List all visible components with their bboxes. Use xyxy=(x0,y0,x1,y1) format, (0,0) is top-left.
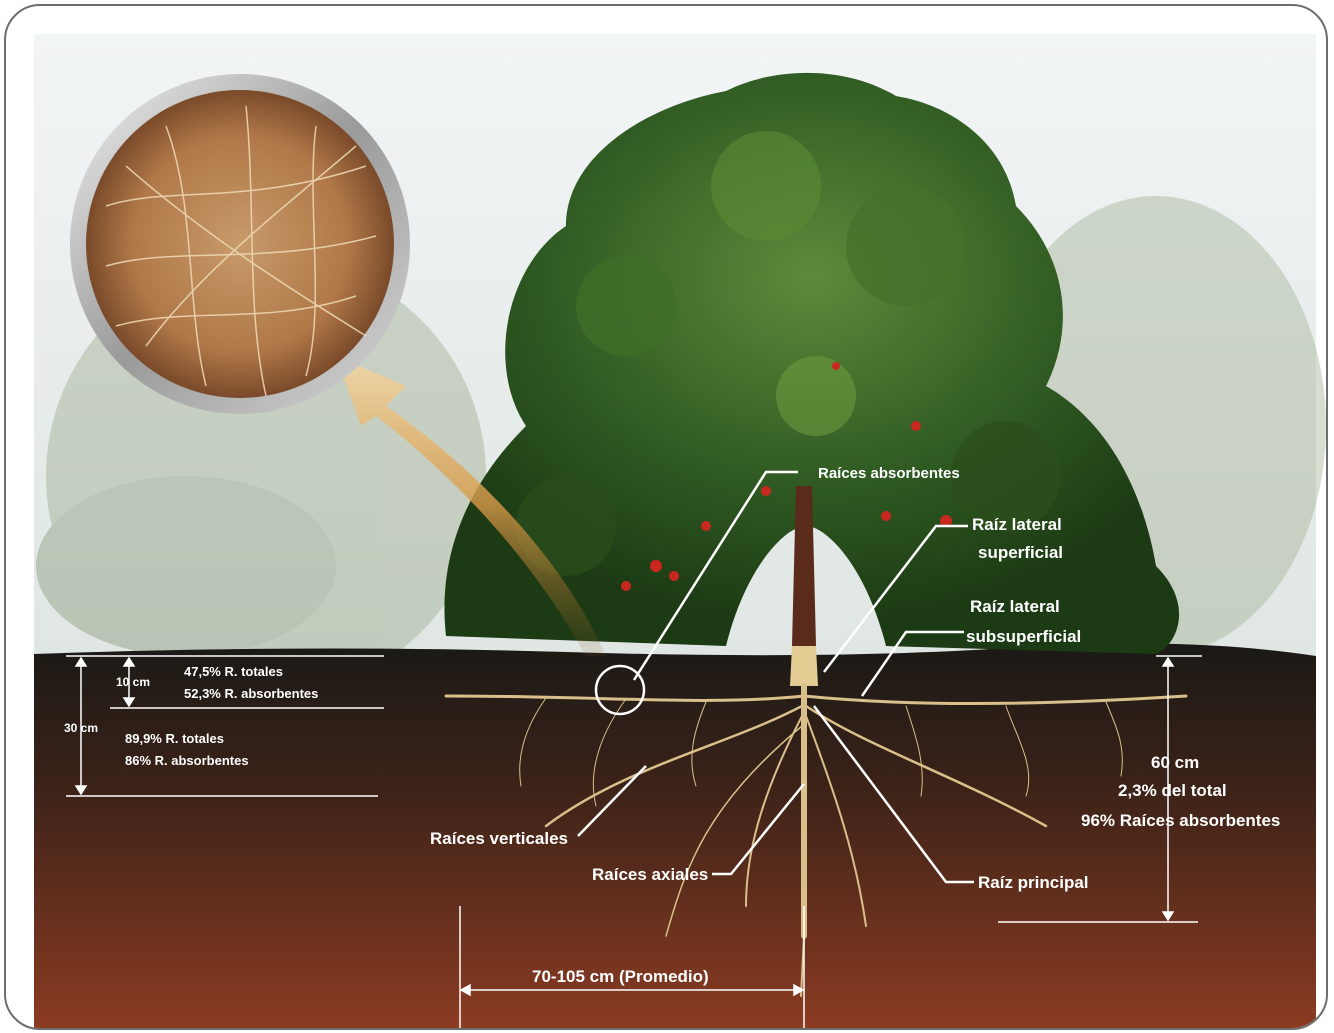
label-raiz-principal: Raíz principal xyxy=(978,873,1089,892)
depth-30cm-stat-absorbentes: 86% R. absorbentes xyxy=(125,753,249,768)
label-raices-absorbentes: Raíces absorbentes xyxy=(818,465,960,482)
label-raiz-lateral-superficial-2: superficial xyxy=(978,543,1063,562)
tree-trunk xyxy=(792,486,816,646)
label-raices-verticales: Raíces verticales xyxy=(430,829,568,848)
label-raiz-lateral-superficial-1: Raíz lateral xyxy=(972,515,1062,534)
depth-10cm-stat-totales: 47,5% R. totales xyxy=(184,664,283,679)
label-raiz-lateral-subsuperficial-2: subsuperficial xyxy=(966,627,1081,646)
diagram-frame: Raíces absorbentes Raíz lateral superfic… xyxy=(4,4,1328,1030)
label-raiz-lateral-subsuperficial-1: Raíz lateral xyxy=(970,597,1060,616)
depth-10cm-stat-absorbentes: 52,3% R. absorbentes xyxy=(184,686,318,701)
depth-30cm-stat-totales: 89,9% R. totales xyxy=(125,731,224,746)
depth-60cm-label: 60 cm xyxy=(1151,753,1199,772)
root-closeup-inset xyxy=(70,74,410,414)
root-collar xyxy=(790,646,818,686)
depth-10cm-label: 10 cm xyxy=(116,675,150,689)
depth-60cm-stat-total: 2,3% del total xyxy=(1118,781,1227,800)
label-raices-axiales: Raíces axiales xyxy=(592,865,708,884)
width-measure-label: 70-105 cm (Promedio) xyxy=(532,967,709,986)
coffee-root-diagram: Raíces absorbentes Raíz lateral superfic… xyxy=(6,6,1328,1030)
depth-60cm-stat-absorbentes: 96% Raíces absorbentes xyxy=(1081,811,1280,830)
depth-30cm-label: 30 cm xyxy=(64,721,98,735)
